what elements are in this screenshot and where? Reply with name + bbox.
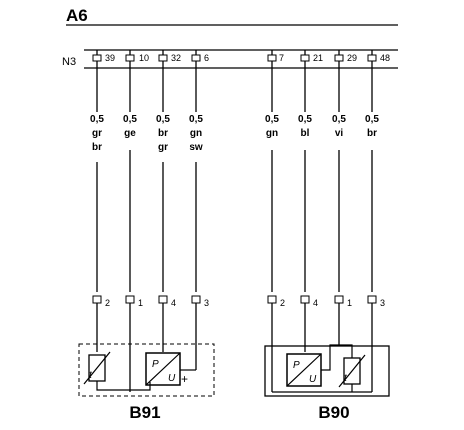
wire-size: 0,5 [156,114,170,125]
bottom-terminals [92,295,377,304]
wire-size: 0,5 [123,114,137,125]
wire-color: bl [301,128,310,139]
connector-pin-label: 10 [139,53,149,63]
component-b90: P U t [264,344,390,397]
wire-color: gn [266,128,278,139]
pressure-transducer [145,352,181,386]
pressure-p-symbol: P [293,360,300,371]
transducer-diagonal [286,353,322,387]
connector-pin-label: 29 [347,53,357,63]
terminal [92,295,102,304]
terminal [158,54,168,62]
connector-pin-label: 39 [105,53,115,63]
terminal [191,295,201,304]
sensor-slash [338,354,366,388]
wire-color: gr [158,142,168,153]
terminal [300,54,310,62]
component-wires [96,303,373,392]
connector-pin-label: 7 [279,53,284,63]
component-housing [78,343,215,397]
top-terminals [92,54,377,62]
wires [96,50,373,292]
internal-wire [96,381,130,391]
wire-color: sw [189,142,203,153]
connector-pin-label: 32 [171,53,181,63]
wire-size: 0,5 [332,114,346,125]
transducer-diagonal [145,352,181,386]
component-pin-label: 4 [313,298,318,308]
terminal [334,295,344,304]
terminal [267,54,277,62]
terminal [334,54,344,62]
plus-symbol: + [181,372,188,386]
terminal [300,295,310,304]
sensor-slash [83,351,111,385]
internal-wire [321,344,339,371]
temperature-symbol: t [89,370,93,381]
wire-color: vi [335,128,344,139]
wire-color: br [158,128,168,139]
pressure-u-symbol: U [309,374,317,385]
wire-color: gr [92,128,102,139]
wire-color: gn [190,128,202,139]
wire-labels-left: 0,5 gr br 0,5 ge 0,5 br gr 0,5 gn sw [90,114,203,153]
connector-pin-label: 6 [204,53,209,63]
terminal [158,295,168,304]
terminal [267,295,277,304]
wire-size: 0,5 [265,114,279,125]
wire-size: 0,5 [298,114,312,125]
component-pin-label: 2 [280,298,285,308]
component-pin-label: 2 [105,298,110,308]
component-pin-label: 4 [171,298,176,308]
terminal [125,54,135,62]
connector-pin-label: 21 [313,53,323,63]
component-b91: t P U + [78,343,215,397]
terminal [367,54,377,62]
terminal [367,295,377,304]
pressure-p-symbol: P [152,359,159,370]
connector-label: N3 [62,56,76,68]
wire-size: 0,5 [189,114,203,125]
component-pin-label: 1 [138,298,143,308]
wire-labels-right: 0,5 gn 0,5 bl 0,5 vi 0,5 br [265,114,379,139]
wire-color: br [92,142,102,153]
component-pin-label: 3 [380,298,385,308]
pressure-u-symbol: U [168,373,176,384]
component-pin-label: 1 [347,298,352,308]
wire-size: 0,5 [365,114,379,125]
wire-size: 0,5 [90,114,104,125]
wire-color: ge [124,128,136,139]
terminal [92,54,102,62]
terminal [125,295,135,304]
terminal [191,54,201,62]
component-housing [264,345,390,397]
component-label-b90: B90 [318,403,349,422]
wire-color: br [367,128,377,139]
component-pin-label: 3 [204,298,209,308]
internal-wire [339,344,353,358]
internal-wire [130,382,151,391]
diagram-title: A6 [66,6,88,25]
component-label-b91: B91 [129,403,160,422]
connector-pin-label: 48 [380,53,390,63]
temperature-symbol: t [344,373,348,384]
